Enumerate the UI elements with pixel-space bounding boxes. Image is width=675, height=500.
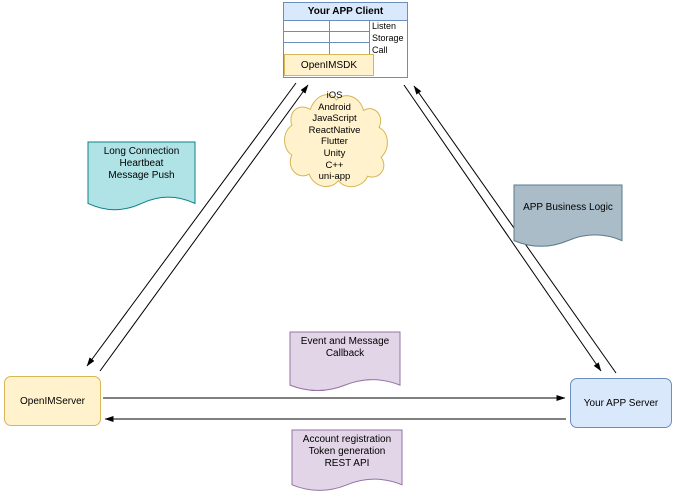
app-client-node: Your APP Client Listen Storage Call Open… (283, 2, 408, 78)
grid-row (284, 43, 369, 55)
note-line: Callback (325, 348, 365, 359)
cloud-shape (286, 83, 383, 189)
grid-cell (284, 20, 330, 31)
note-text: Account registration Token generation RE… (292, 430, 402, 470)
openimserver-node: OpenIMServer (4, 376, 101, 426)
note-line: Message Push (108, 170, 175, 181)
interface-listen: Listen (372, 21, 397, 31)
platform-item: uni-app (318, 171, 351, 183)
note-text: APP Business Logic (514, 185, 622, 214)
interface-storage: Storage (372, 33, 404, 43)
arrow-openimserver-to-sdk (99, 84, 309, 372)
note-app-business-logic: APP Business Logic (514, 185, 622, 252)
note-line: Heartbeat (119, 158, 164, 169)
grid-row (284, 20, 369, 32)
document-shape (514, 185, 622, 252)
note-line: Event and Message (300, 336, 390, 347)
app-server-label: Your APP Server (583, 397, 659, 409)
app-server-node: Your APP Server (570, 378, 672, 428)
platform-item: Flutter (321, 136, 348, 148)
platform-item: ReactNative (308, 124, 361, 136)
openimsdk-node: OpenIMSDK (284, 54, 374, 76)
note-text: Event and Message Callback (290, 332, 400, 360)
grid-row (284, 31, 369, 44)
note-rest-api: Account registration Token generation RE… (292, 430, 402, 496)
platform-list: iOS Android JavaScript ReactNative Flutt… (286, 83, 383, 183)
note-line: APP Business Logic (523, 202, 613, 213)
arrow-sdk-to-openimserver (86, 82, 297, 367)
document-shape (88, 142, 195, 216)
client-grid (284, 20, 370, 55)
note-line: Token generation (308, 446, 386, 457)
note-line: REST API (324, 458, 370, 469)
note-text: Long Connection Heartbeat Message Push (88, 142, 195, 182)
arrow-client-to-appserver (403, 84, 602, 372)
grid-cell (284, 43, 330, 55)
platform-item: Unity (323, 147, 346, 159)
document-shape (292, 430, 402, 496)
grid-cell (284, 31, 330, 43)
note-long-connection: Long Connection Heartbeat Message Push (88, 142, 195, 216)
note-event-callback: Event and Message Callback (290, 332, 400, 396)
platform-item: C++ (325, 159, 344, 171)
interface-call: Call (372, 45, 388, 55)
platform-item: Android (318, 101, 351, 113)
platforms-cloud: iOS Android JavaScript ReactNative Flutt… (286, 83, 383, 189)
document-shape (290, 332, 400, 396)
openimserver-label: OpenIMServer (19, 395, 86, 407)
app-client-title: Your APP Client (284, 3, 407, 21)
note-line: Account registration (302, 434, 392, 445)
platform-item: iOS (326, 90, 343, 101)
platform-item: JavaScript (312, 113, 357, 125)
note-line: Long Connection (103, 146, 180, 157)
client-interface-labels: Listen Storage Call (372, 20, 408, 56)
